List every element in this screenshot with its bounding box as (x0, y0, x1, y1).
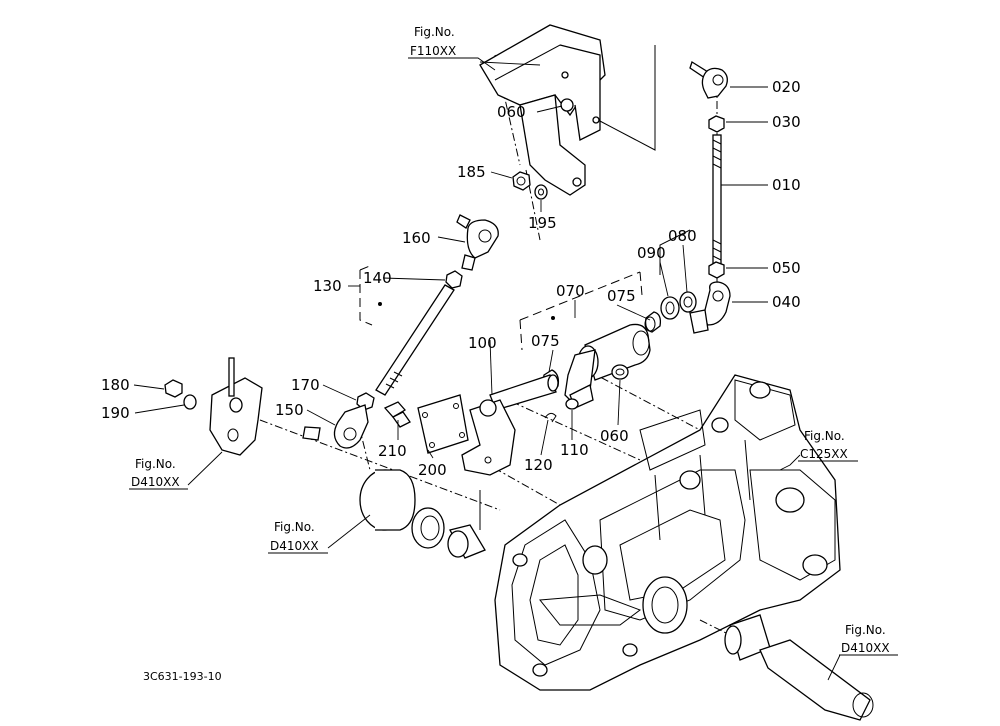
pin-110 (565, 398, 579, 410)
fig-ref-d410xx-right-code: D410XX (841, 641, 890, 655)
label-060-lower: 060 (600, 427, 629, 445)
drawing-code: 3C631-193-10 (143, 670, 222, 683)
label-060-upper: 060 (497, 103, 526, 121)
bushing-center (447, 524, 486, 559)
nut-030 (708, 115, 725, 133)
nut-050 (708, 261, 725, 279)
fig-ref-c125xx: Fig.No. C125XX (798, 429, 858, 462)
label-070: 070 (556, 282, 585, 300)
shaft-100 (489, 374, 559, 411)
fig-ref-d410xx-left-code: D410XX (131, 475, 180, 489)
nut-185 (512, 171, 531, 191)
transmission-housing (494, 374, 841, 691)
fig-ref-c125xx-code: C125XX (800, 447, 848, 461)
lever-070 (564, 323, 651, 409)
label-030: 030 (772, 113, 801, 131)
fig-ref-d410xx-right: Fig.No. D410XX (839, 623, 898, 656)
washer-190 (183, 394, 197, 410)
bearing-left (359, 469, 416, 531)
label-140: 140 (363, 269, 392, 287)
rod-130 (375, 284, 455, 396)
label-080: 080 (668, 227, 697, 245)
arm-left (209, 357, 263, 456)
label-100: 100 (468, 334, 497, 352)
fig-ref-d410xx-center: Fig.No. D410XX (268, 520, 328, 554)
group-dot-070 (551, 316, 555, 320)
label-195: 195 (528, 214, 557, 232)
label-090: 090 (637, 244, 666, 262)
seal (411, 507, 445, 549)
label-160: 160 (402, 229, 431, 247)
label-050: 050 (772, 259, 801, 277)
fig-ref-c125xx-prefix: Fig.No. (804, 429, 845, 443)
label-200: 200 (418, 461, 447, 479)
fig-ref-f110xx-code: F110XX (410, 44, 456, 58)
label-210: 210 (378, 442, 407, 460)
washer-090 (660, 296, 680, 320)
fig-ref-d410xx-center-code: D410XX (270, 539, 319, 553)
label-040: 040 (772, 293, 801, 311)
plate-200 (417, 394, 469, 454)
leader-lines (133, 61, 841, 681)
nut-060-lower (611, 364, 629, 380)
label-130: 130 (313, 277, 342, 295)
ball-joint-040 (689, 281, 731, 334)
group-brackets (359, 264, 643, 351)
label-190: 190 (101, 404, 130, 422)
clip-120 (544, 412, 557, 423)
bolt-210 (383, 401, 411, 428)
washer-195 (534, 184, 548, 200)
fig-ref-d410xx-left: Fig.No. D410XX (129, 457, 188, 490)
label-110: 110 (560, 441, 589, 459)
rod-010 (712, 134, 722, 271)
fig-ref-f110xx: Fig.No. F110XX (408, 25, 496, 71)
label-120: 120 (524, 456, 553, 474)
part-labels: 020 030 010 050 040 060 185 195 160 130 … (101, 78, 801, 479)
group-dot-130 (378, 302, 382, 306)
washer-080 (679, 291, 697, 313)
nut-140 (445, 270, 463, 289)
fig-ref-d410xx-right-prefix: Fig.No. (845, 623, 886, 637)
bushing-075-right (644, 311, 662, 333)
fig-ref-d410xx-center-prefix: Fig.No. (274, 520, 315, 534)
label-020: 020 (772, 78, 801, 96)
label-180: 180 (101, 376, 130, 394)
label-075-right: 075 (607, 287, 636, 305)
nut-180 (164, 379, 183, 398)
ball-joint-020 (689, 61, 728, 99)
label-075-left: 075 (531, 332, 560, 350)
label-170: 170 (291, 376, 320, 394)
upper-bracket (479, 24, 606, 196)
fig-ref-d410xx-left-prefix: Fig.No. (135, 457, 176, 471)
label-150: 150 (275, 401, 304, 419)
label-185: 185 (457, 163, 486, 181)
ball-joint-150 (302, 404, 369, 449)
ball-joint-160 (456, 214, 499, 271)
label-010: 010 (772, 176, 801, 194)
fig-ref-f110xx-prefix: Fig.No. (414, 25, 455, 39)
shaft-bracket (461, 399, 516, 476)
lower-shaft (724, 614, 874, 721)
